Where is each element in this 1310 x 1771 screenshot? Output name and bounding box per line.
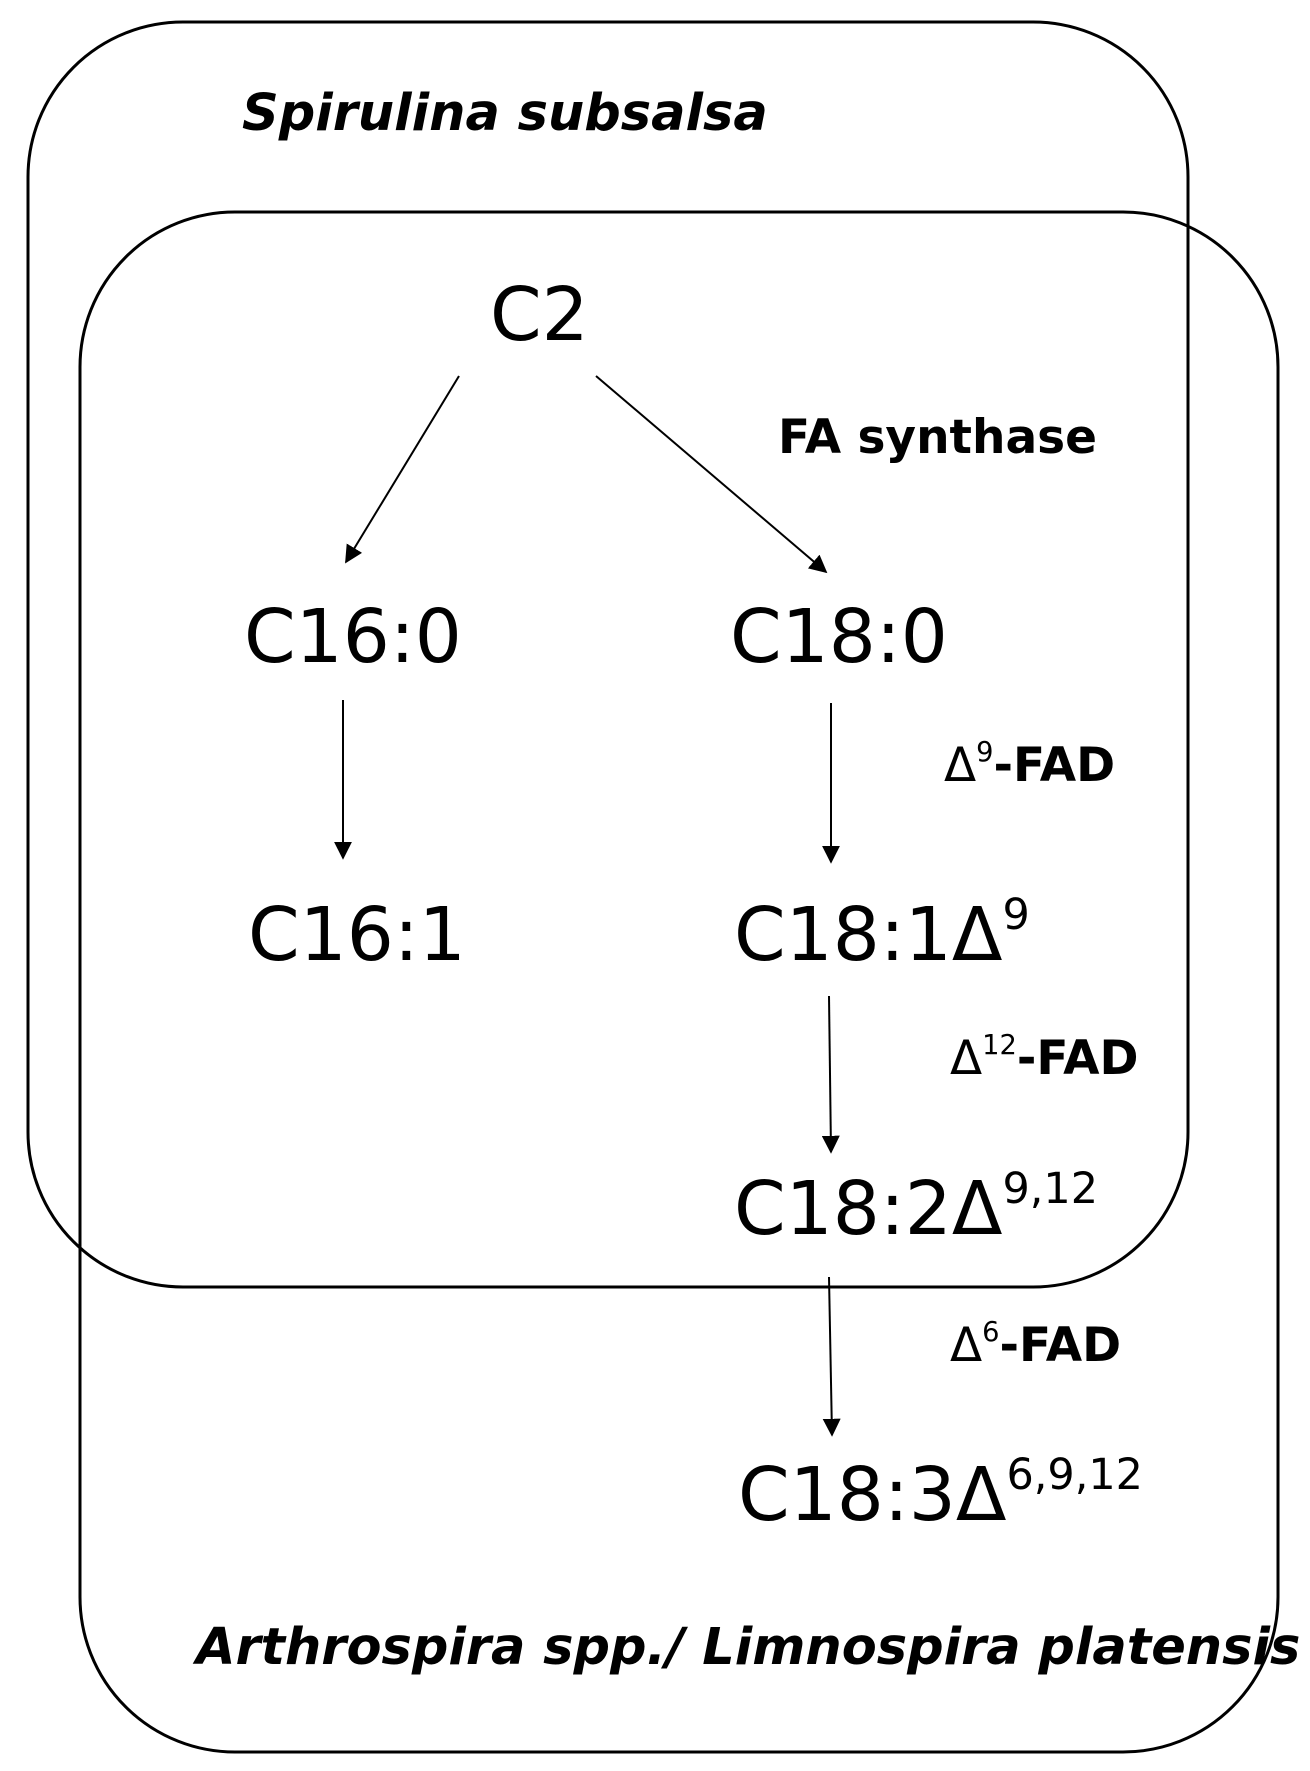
organism-label-arthrospira: Arthrospira spp./ Limnospira platensis (196, 1618, 1301, 1677)
enzyme-delta12-sup: 12 (982, 1030, 1017, 1062)
node-c18-1-sup: 9 (1002, 890, 1030, 941)
arthrospira-box (78, 210, 1280, 1754)
enzyme-delta9-sup: 9 (976, 737, 994, 769)
enzyme-delta9-fad: Δ9-FAD (944, 739, 1115, 789)
enzyme-fa-synthase: FA synthase (778, 410, 1098, 465)
enzyme-delta12-name: -FAD (1016, 1031, 1139, 1086)
node-c16-0: C16:0 (244, 594, 462, 680)
enzyme-delta9-prefix: Δ (944, 738, 977, 793)
node-c16-1: C16:1 (248, 892, 466, 978)
node-c18-3-base: C18:3Δ (738, 1452, 1007, 1538)
arrow-c18-1-to-c18-2 (821, 995, 840, 1154)
node-c18-1: C18:1Δ9 (734, 894, 1030, 972)
node-c2: C2 (490, 272, 589, 358)
enzyme-delta12-prefix: Δ (950, 1031, 983, 1086)
organism-label-spirulina: Spirulina subsalsa (242, 84, 768, 143)
node-c18-3: C18:3Δ6,9,12 (738, 1454, 1143, 1532)
arrow-c2-to-c16-0 (345, 375, 460, 564)
node-c18-2: C18:2Δ9,12 (734, 1168, 1098, 1246)
enzyme-delta6-sup: 6 (982, 1317, 1000, 1349)
node-c18-0: C18:0 (730, 594, 948, 680)
enzyme-delta6-fad: Δ6-FAD (950, 1319, 1121, 1369)
node-c18-2-sup: 9,12 (1002, 1164, 1099, 1215)
node-c18-1-base: C18:1Δ (734, 892, 1003, 978)
spirulina-subsalsa-box (26, 20, 1190, 1289)
node-c18-2-base: C18:2Δ (734, 1166, 1003, 1252)
enzyme-delta12-fad: Δ12-FAD (950, 1032, 1138, 1082)
arrow-c2-to-c18-0 (595, 375, 828, 574)
arrow-c18-2-to-c18-3 (822, 1276, 841, 1437)
enzyme-delta6-prefix: Δ (950, 1318, 983, 1373)
node-c18-3-sup: 6,9,12 (1006, 1450, 1143, 1501)
enzyme-delta9-name: -FAD (993, 738, 1116, 793)
enzyme-delta6-name: -FAD (999, 1318, 1122, 1373)
